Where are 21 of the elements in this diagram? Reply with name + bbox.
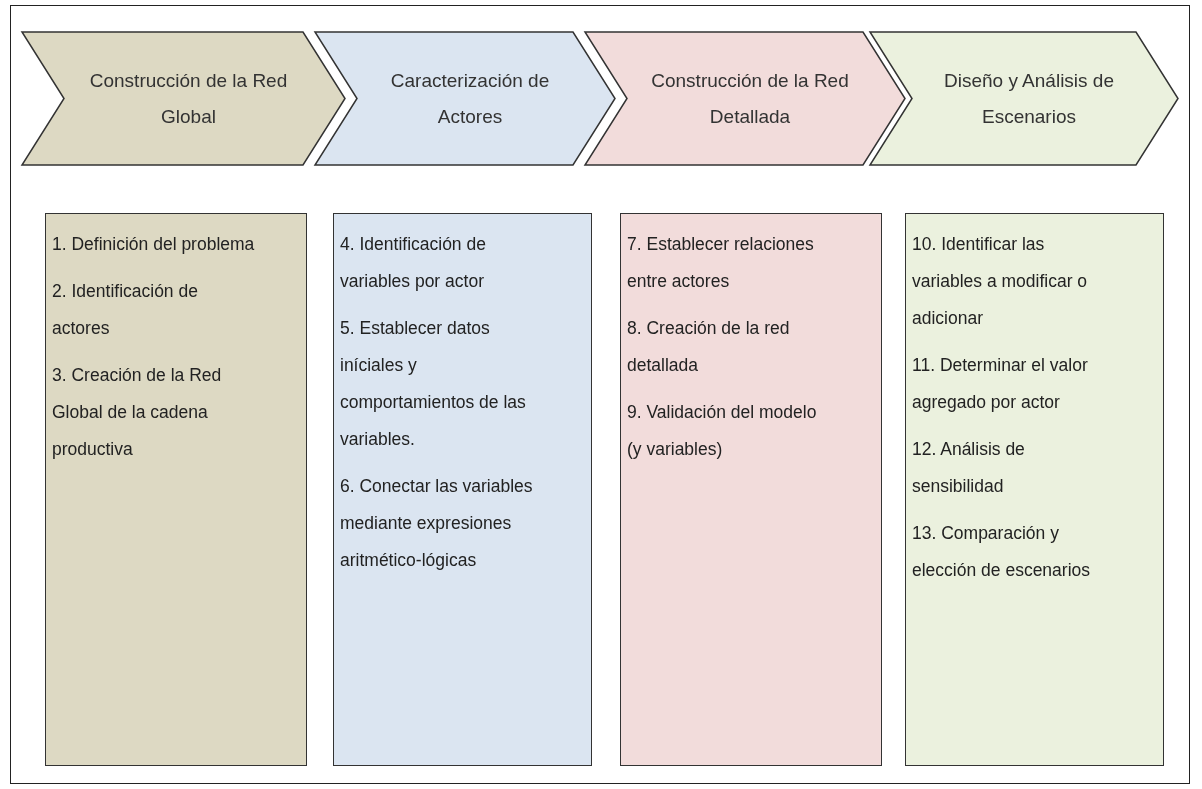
step-text: 5. Establecer datos iníciales y comportamientos de las variables. [340,317,527,451]
step-text: 3. Creación de la Red Global de la cadena productiva [52,364,223,461]
step-text: 7. Establecer relaciones entre actores [627,233,815,293]
phase-title: Construcción de la Red Global [88,68,289,129]
step-text: 12. Análisis de sensibilidad [912,438,1026,498]
step-text: 10. Identificar las variables a modificar o adicionar [912,233,1089,330]
phase-title: Caracterización de Actores [389,68,551,129]
step-text: 8. Creación de la red detallada [627,317,791,377]
step-text: 11. Determinar el valor agregado por actor [912,354,1089,414]
step-panel [905,213,1164,766]
step-panel [620,213,882,766]
step-text: 9. Validación del modelo (y variables) [627,401,818,461]
step-panel [45,213,307,766]
phase-title: Construcción de la Red Detallada [650,68,850,129]
step-text: 13. Comparación y elección de escenarios [912,522,1092,582]
phase-title: Diseño y Análisis de Escenarios [942,68,1115,129]
step-text: 4. Identificación de variables por actor [340,233,487,293]
step-text: 2. Identificación de actores [52,280,199,340]
step-text: 1. Definición del problema [52,233,256,256]
step-text: 6. Conectar las variables mediante expresiones aritmético-lógicas [340,475,534,572]
step-panel [333,213,592,766]
